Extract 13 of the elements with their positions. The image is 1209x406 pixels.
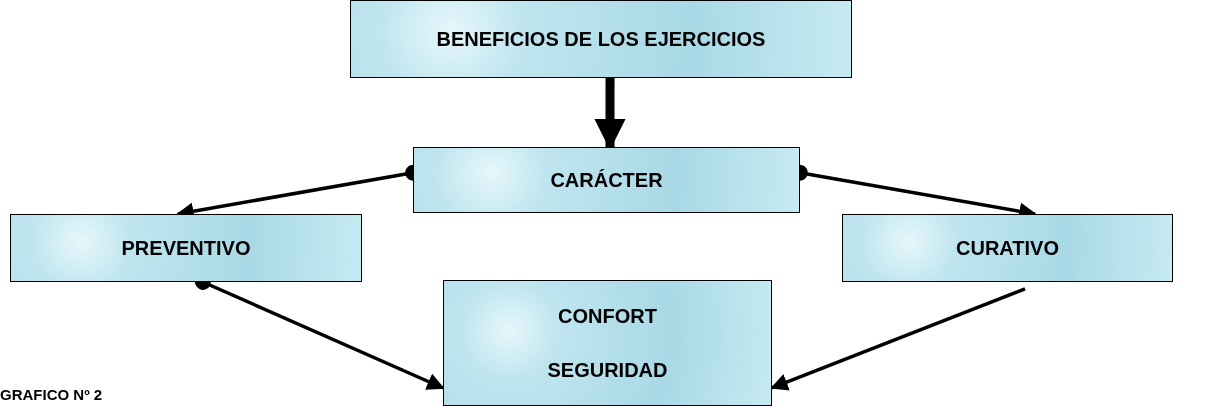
box-label: BENEFICIOS DE LOS EJERCICIOS bbox=[435, 27, 767, 52]
process-box bbox=[443, 280, 772, 406]
box-label: PREVENTIVO bbox=[120, 236, 252, 261]
figure-label: GRAFICO Nº 2 bbox=[0, 385, 103, 405]
process-box bbox=[350, 0, 852, 78]
box-label: CONFORT bbox=[557, 304, 658, 329]
box-label: SEGURIDAD bbox=[546, 358, 669, 383]
process-box bbox=[842, 214, 1173, 282]
box-label: CURATIVO bbox=[955, 236, 1060, 261]
arrow bbox=[770, 287, 1026, 391]
process-box bbox=[10, 214, 362, 282]
box-label: CARÁCTER bbox=[549, 168, 664, 193]
process-box bbox=[413, 147, 800, 213]
